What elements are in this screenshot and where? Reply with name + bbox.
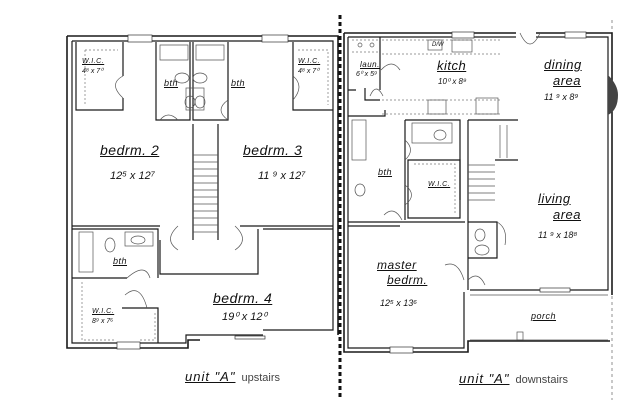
upstairs-plan — [66, 34, 339, 350]
room-label-wic-lower: W.I.C. — [92, 308, 115, 315]
room-dim-dining: 11 ⁹ x 8⁹ — [544, 92, 579, 102]
room-label-wic-left: W.I.C. — [82, 58, 105, 65]
room-dim-master: 12⁵ x 13⁶ — [380, 298, 418, 308]
room-label-kitch: kitch — [437, 58, 467, 73]
room-label-porch: porch — [531, 311, 557, 321]
room-dim-laun: 6⁰ x 5⁹ — [356, 71, 378, 78]
room-label-bth-down: bth — [378, 167, 393, 177]
room-label-bedrm4: bedrm. 4 — [213, 290, 273, 306]
room-dim-wic-lower: 8⁹ x 7⁶ — [92, 318, 114, 325]
room-label-dining-2: area — [553, 73, 582, 88]
room-dim-living: 11 ⁹ x 18⁸ — [538, 230, 578, 240]
room-label-bth-left: bth — [164, 78, 179, 88]
room-dim-bedrm2: 12⁵ x 12⁷ — [110, 170, 155, 182]
room-label-master-2: bedrm. — [387, 273, 428, 287]
dishwasher-label: D/W — [432, 42, 444, 48]
room-label-living: living — [538, 191, 571, 206]
caption-downstairs: unit "A" downstairs — [459, 370, 568, 388]
room-dim-bedrm4: 19⁰ x 12⁰ — [222, 311, 267, 323]
room-label-laun: laun. — [360, 60, 380, 69]
room-label-bth-right: bth — [231, 78, 246, 88]
room-label-bedrm2: bedrm. 2 — [100, 142, 160, 158]
room-dim-wic-right: 4⁸ x 7⁰ — [298, 68, 320, 75]
caption-upstairs: unit "A" upstairs — [185, 368, 280, 386]
caption-unit-upstairs: unit "A" — [185, 369, 236, 384]
room-label-dining: dining — [544, 57, 582, 72]
room-dim-wic-left: 4⁸ x 7⁰ — [82, 68, 104, 75]
room-label-master: master — [377, 258, 417, 272]
caption-level-downstairs: downstairs — [515, 374, 569, 386]
caption-level-upstairs: upstairs — [241, 372, 281, 384]
caption-unit-downstairs: unit "A" — [459, 371, 510, 386]
room-label-bedrm3: bedrm. 3 — [243, 142, 303, 158]
downstairs-plan — [343, 31, 618, 354]
room-label-wic-down: W.I.C. — [428, 181, 451, 188]
room-dim-bedrm3: 11 ⁹ x 12⁷ — [258, 170, 306, 182]
room-label-bth-lower: bth — [113, 256, 128, 266]
room-label-wic-right: W.I.C. — [298, 58, 321, 65]
room-dim-kitch: 10⁰ x 8⁹ — [438, 77, 467, 86]
room-label-living-2: area — [553, 207, 582, 222]
